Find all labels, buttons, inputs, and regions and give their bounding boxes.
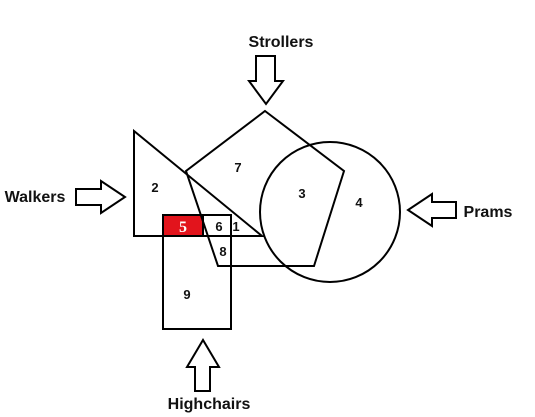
region-9-label: 9: [183, 287, 190, 302]
region-7-label: 7: [234, 160, 241, 175]
region-2-label: 2: [151, 180, 158, 195]
highchairs-label: Highchairs: [168, 396, 251, 413]
region-6-label: 6: [215, 219, 222, 234]
walkers-triangle: [133, 128, 265, 237]
highchairs-rectangle: [162, 214, 232, 330]
walkers-arrow-icon: [75, 179, 127, 215]
region-3-label: 3: [298, 186, 305, 201]
prams-label: Prams: [464, 204, 513, 221]
region-8-label: 8: [219, 244, 226, 259]
strollers-arrow-icon: [247, 55, 285, 106]
region-4-label: 4: [355, 195, 363, 210]
strollers-label: Strollers: [249, 34, 314, 51]
strollers-pentagon: [184, 109, 346, 267]
region-1-label: 1: [232, 219, 239, 234]
highchairs-arrow-icon: [185, 338, 221, 392]
prams-circle: [259, 141, 401, 283]
region-5-highlight: [164, 216, 203, 236]
walkers-label: Walkers: [5, 189, 66, 206]
region-5-label: 5: [179, 219, 187, 236]
prams-arrow-icon: [406, 192, 457, 228]
